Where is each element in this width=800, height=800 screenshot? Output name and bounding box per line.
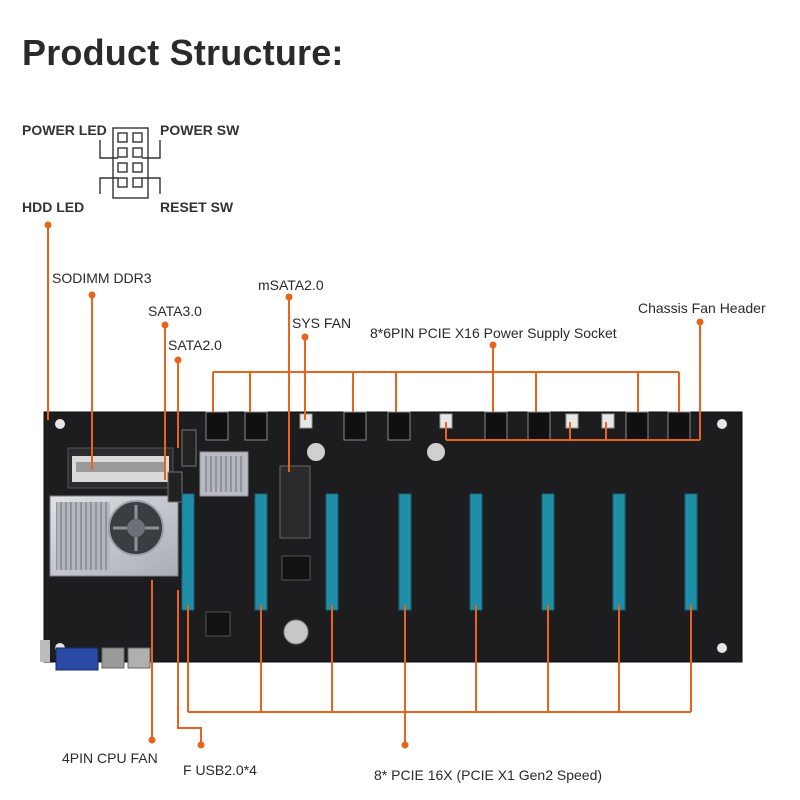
power-led-label: POWER LED	[22, 122, 107, 138]
page-title: Product Structure:	[22, 32, 344, 73]
cpu-fan-label: 4PIN CPU FAN	[62, 750, 158, 766]
callout-dots	[44, 221, 704, 749]
front-panel-header	[99, 127, 161, 199]
sata2-label: SATA2.0	[168, 337, 222, 353]
callout-lines	[47, 225, 701, 745]
hdd-led-label: HDD LED	[22, 199, 85, 215]
motherboard	[40, 411, 743, 671]
sodimm-label: SODIMM DDR3	[52, 270, 152, 286]
pcie-slots-label: 8* PCIE 16X (PCIE X1 Gen2 Speed)	[374, 767, 603, 783]
reset-sw-label: RESET SW	[160, 199, 234, 215]
power-sw-label: POWER SW	[160, 122, 240, 138]
sata3-label: SATA3.0	[148, 303, 202, 319]
msata-label: mSATA2.0	[258, 277, 324, 293]
chassis-fan-label: Chassis Fan Header	[638, 300, 766, 316]
sys-fan-label: SYS FAN	[292, 315, 352, 331]
pcie-power-label: 8*6PIN PCIE X16 Power Supply Socket	[370, 325, 617, 341]
usb-label: F USB2.0*4	[183, 762, 257, 778]
